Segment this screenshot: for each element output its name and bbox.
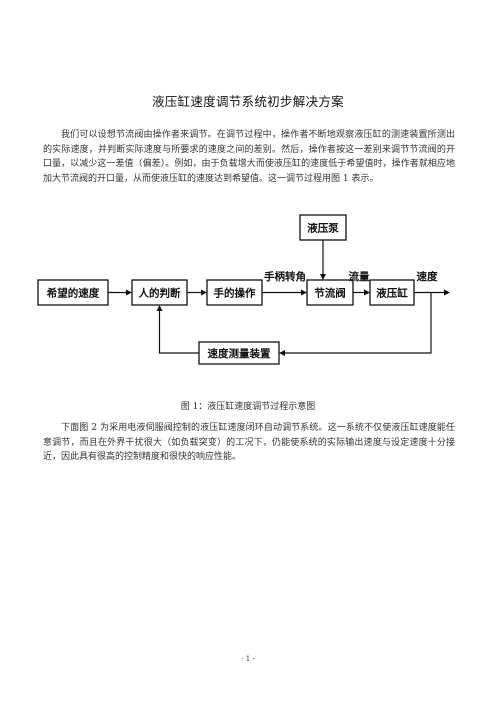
label-judgment: 人的判断 <box>139 287 181 300</box>
box-desired-speed <box>37 279 109 306</box>
page-number: - 1 - <box>241 655 255 663</box>
label-cylinder: 液压缸 <box>376 287 408 300</box>
arrowhead <box>201 289 207 296</box>
edge-feedback-to-measure <box>284 292 432 354</box>
label-handle-angle: 手柄转角 <box>264 270 306 283</box>
box-pump <box>299 214 347 241</box>
label-desired-speed: 希望的速度 <box>46 287 100 300</box>
arrowhead <box>301 289 307 296</box>
label-pump: 液压泵 <box>307 222 339 235</box>
box-cylinder <box>369 279 415 306</box>
paragraph-servo: 下面图 2 为采用电液伺服阀控制的液压缸速度闭环自动调节系统。这一系统不仅使液压… <box>43 423 455 463</box>
label-speed: 速度 <box>417 270 438 283</box>
label-measure: 速度测量装置 <box>208 347 271 360</box>
label-throttle: 节流阀 <box>314 287 346 300</box>
label-flow: 流量 <box>349 270 370 283</box>
arrowhead <box>126 289 132 296</box>
figure-caption: 图 1：液压缸速度调节过程示意图 <box>180 402 316 412</box>
edge-measure-to-judgment <box>158 310 199 354</box>
label-operation: 手的操作 <box>214 287 256 300</box>
control-flow-diagram: 希望的速度 人的判断 手的操作 节流阀 液压缸 液压泵 速度测量装置 手柄转角 … <box>37 214 450 365</box>
document-title: 液压缸速度调节系统初步解决方案 <box>151 94 344 109</box>
paragraph-intro: 我们可以设想节流阀由操作者来调节。在调节过程中，操作者不断地观察液压缸的测速装置… <box>43 130 455 184</box>
arrowhead <box>364 289 370 296</box>
arrowhead <box>279 350 285 356</box>
arrowhead <box>320 274 326 280</box>
arrowhead <box>444 289 450 296</box>
arrowhead <box>156 305 163 311</box>
box-operation <box>206 279 263 306</box>
